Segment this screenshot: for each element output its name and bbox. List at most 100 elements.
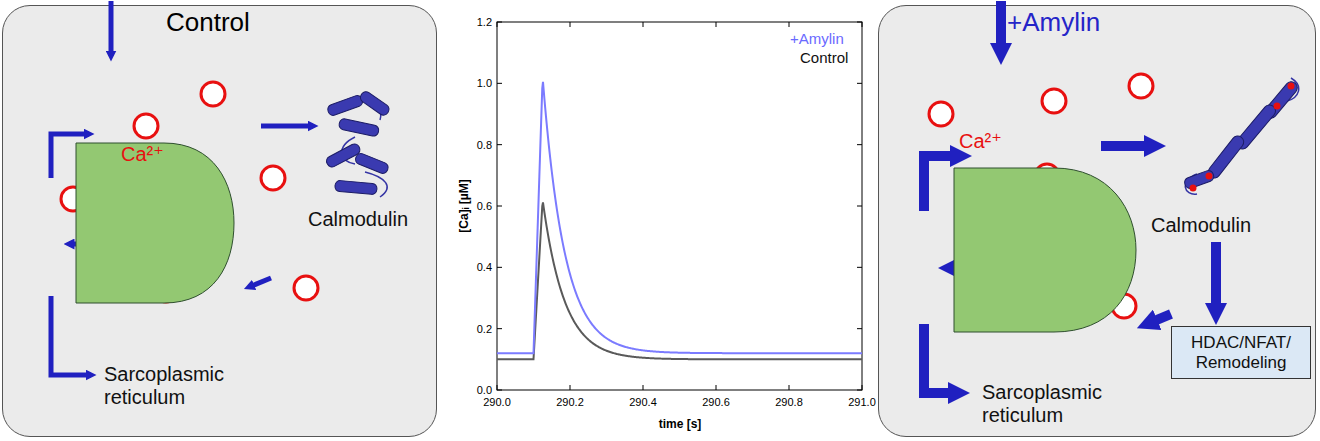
signal-arrow bbox=[1211, 242, 1221, 314]
calcium-ion bbox=[1042, 89, 1066, 113]
calcium-ion bbox=[201, 82, 225, 106]
reticulum-compartment: Sarcoplasmic reticulum bbox=[76, 141, 246, 416]
tick-label: 290.2 bbox=[556, 396, 584, 409]
x-tick bbox=[643, 22, 644, 27]
binding-arrow bbox=[261, 124, 313, 129]
panel-title: +Amylin bbox=[1007, 8, 1315, 38]
tick-label: 290.6 bbox=[702, 396, 730, 409]
protein-helices bbox=[1183, 79, 1300, 189]
y-tick bbox=[857, 83, 862, 84]
tick-label: 0.0 bbox=[477, 384, 492, 397]
calcium-ion bbox=[134, 114, 158, 138]
reticulum-compartment: Sarcoplasmic reticulum bbox=[954, 166, 1149, 431]
y-tick bbox=[497, 144, 502, 145]
tick-label: 0.8 bbox=[477, 138, 492, 151]
node-label: Sarcoplasmic reticulum bbox=[982, 381, 1149, 427]
y-tick bbox=[857, 144, 862, 145]
reticulum-shape bbox=[76, 143, 234, 303]
x-tick bbox=[497, 385, 498, 390]
release-arrow bbox=[924, 324, 959, 393]
helix bbox=[338, 118, 379, 137]
x-tick bbox=[789, 385, 790, 390]
y-tick bbox=[497, 83, 502, 84]
tick-label: 0.6 bbox=[477, 200, 492, 213]
release-arrow bbox=[51, 296, 91, 375]
bound-calcium bbox=[1190, 83, 1295, 192]
node-label: Calmodulin bbox=[293, 208, 423, 231]
calcium-ion bbox=[294, 276, 318, 300]
axis-ticks bbox=[497, 22, 862, 390]
y-tick bbox=[857, 390, 862, 391]
helix bbox=[354, 152, 390, 175]
axis-title: time [s] bbox=[659, 418, 702, 432]
binding-arrow bbox=[1101, 141, 1155, 151]
influx-arrow bbox=[996, 1, 1006, 54]
y-tick bbox=[857, 206, 862, 207]
legend-label: Control bbox=[800, 49, 848, 66]
ion-label: Ca²⁺ bbox=[959, 130, 1002, 153]
bound-ion bbox=[1288, 83, 1295, 90]
y-tick bbox=[497, 390, 502, 391]
tick-label: 290.8 bbox=[775, 396, 803, 409]
calmodulin-figure bbox=[325, 90, 391, 197]
panel-title: Control bbox=[166, 8, 436, 38]
x-tick bbox=[643, 385, 644, 390]
tick-label: 0.4 bbox=[477, 261, 492, 274]
helix bbox=[335, 180, 378, 195]
protein-helices bbox=[325, 90, 391, 195]
flux-arrows bbox=[51, 1, 313, 375]
y-tick bbox=[497, 267, 502, 268]
tick-label: 290.0 bbox=[483, 396, 511, 409]
helix bbox=[1183, 169, 1215, 190]
node-label: HDAC/NFAT/ Remodeling bbox=[1180, 333, 1302, 372]
helix bbox=[325, 142, 362, 169]
influx-arrow bbox=[109, 1, 114, 56]
calcium-ions bbox=[61, 82, 318, 302]
bound-ion bbox=[1206, 173, 1213, 180]
tick-label: 0.2 bbox=[477, 322, 492, 335]
tick-label: 1.0 bbox=[477, 77, 492, 90]
x-tick bbox=[570, 22, 571, 27]
bound-ion bbox=[1190, 185, 1197, 192]
y-tick bbox=[497, 206, 502, 207]
uptake-arrow bbox=[249, 278, 271, 287]
calmodulin-protein: Calmodulin bbox=[1141, 76, 1261, 238]
tick-label: 1.2 bbox=[477, 16, 492, 29]
y-tick bbox=[497, 22, 502, 23]
cell-panel: ControlSarcoplasmic reticulum Calmodulin C… bbox=[2, 5, 437, 437]
reticulum-shape bbox=[954, 168, 1136, 332]
node-label: Calmodulin bbox=[1141, 214, 1261, 237]
flux-arrows bbox=[924, 1, 1171, 393]
x-tick bbox=[862, 385, 863, 390]
cell-panel: +AmylinSarcoplasmic reticulum CalmodulinH… bbox=[878, 5, 1316, 437]
y-tick bbox=[857, 22, 862, 23]
x-tick bbox=[570, 385, 571, 390]
x-tick bbox=[716, 22, 717, 27]
uptake-arrow bbox=[1147, 314, 1171, 324]
remodeling-box: HDAC/NFAT/ Remodeling bbox=[1171, 326, 1311, 379]
axis-title: [Ca]ᵢ [µM] bbox=[458, 179, 472, 232]
control-trace bbox=[497, 203, 862, 360]
plot-frame bbox=[497, 22, 862, 390]
x-tick bbox=[497, 22, 498, 27]
node-label: Sarcoplasmic reticulum bbox=[104, 363, 246, 409]
tick-label: 291.0 bbox=[848, 396, 876, 409]
tick-label: 290.4 bbox=[629, 396, 657, 409]
calmodulin-protein: Calmodulin bbox=[293, 96, 423, 236]
ion-label: Ca²⁺ bbox=[121, 143, 164, 166]
helix bbox=[326, 94, 364, 117]
amylin-trace bbox=[497, 82, 862, 353]
bound-ion bbox=[1274, 103, 1281, 110]
calcium-traces bbox=[497, 82, 862, 360]
calcium-ion bbox=[261, 166, 285, 190]
x-tick bbox=[716, 385, 717, 390]
legend-label: +Amylin bbox=[790, 30, 844, 47]
x-tick bbox=[862, 22, 863, 27]
y-tick bbox=[857, 267, 862, 268]
calcium-ion bbox=[929, 102, 953, 126]
y-tick bbox=[497, 328, 502, 329]
y-tick bbox=[857, 328, 862, 329]
helix bbox=[358, 90, 391, 117]
calmodulin-figure bbox=[1183, 78, 1300, 194]
